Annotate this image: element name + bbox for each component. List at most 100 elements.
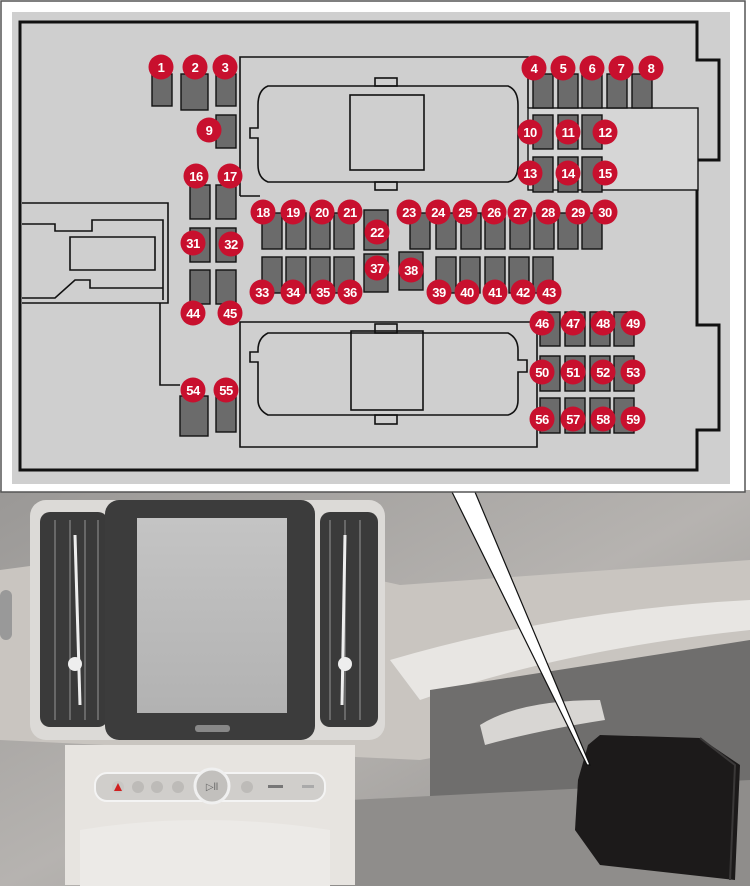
fuse-17 <box>215 184 237 220</box>
fuse-number-badge: 23 <box>396 199 422 225</box>
badge-circle <box>217 300 243 326</box>
badge-circle <box>337 199 363 225</box>
badge-circle <box>590 310 616 336</box>
fuse-number-label: 48 <box>596 316 610 331</box>
badge-circle <box>565 199 591 225</box>
fuse-number-label: 57 <box>566 412 580 427</box>
badge-circle <box>555 160 581 186</box>
fuse-number-label: 51 <box>566 365 580 380</box>
fuse-number-label: 53 <box>626 365 640 380</box>
fuse-number-badge: 18 <box>250 199 276 225</box>
fuse-number-label: 20 <box>315 205 329 220</box>
badge-circle <box>217 163 243 189</box>
fuse-number-label: 47 <box>566 316 580 331</box>
badge-circle <box>529 310 555 336</box>
fuse-number-label: 37 <box>370 261 384 276</box>
badge-circle <box>364 219 390 245</box>
badge-circle <box>280 279 306 305</box>
badge-circle <box>148 54 174 80</box>
play-pause-knob <box>193 767 231 805</box>
badge-circle <box>218 231 244 257</box>
fuse-number-label: 11 <box>562 125 575 140</box>
rear-defrost-icon <box>151 781 163 793</box>
badge-circle <box>182 54 208 80</box>
fuse-number-badge: 53 <box>620 359 646 385</box>
fuse-number-label: 4 <box>531 61 539 76</box>
fuse-number-label: 59 <box>626 412 640 427</box>
fuse-number-badge: 52 <box>590 359 616 385</box>
badge-circle <box>536 279 562 305</box>
fuse-number-label: 55 <box>219 383 233 398</box>
fuse-number-badge: 29 <box>565 199 591 225</box>
fuse-number-badge: 33 <box>249 279 275 305</box>
hazard-icon <box>114 783 122 791</box>
fuse-number-label: 1 <box>158 60 165 75</box>
vent-knob-left <box>68 657 82 671</box>
badge-circle <box>180 300 206 326</box>
fuse-number-label: 13 <box>523 166 537 181</box>
fuse-number-label: 25 <box>458 205 472 220</box>
fuse-number-badge: 3 <box>212 54 238 80</box>
fuse-number-label: 6 <box>589 61 596 76</box>
fuse-number-label: 3 <box>222 60 229 75</box>
badge-circle <box>337 279 363 305</box>
fuse-number-label: 34 <box>286 285 301 300</box>
fuse-number-badge: 2 <box>182 54 208 80</box>
play-pause-icon: ▷ll <box>206 782 218 793</box>
fuse-number-label: 28 <box>541 205 555 220</box>
fuse-number-badge: 47 <box>560 310 586 336</box>
fuse-45 <box>215 269 237 305</box>
badge-circle <box>249 279 275 305</box>
badge-circle <box>550 55 576 81</box>
fuse-number-label: 24 <box>431 205 446 220</box>
fuse-number-label: 10 <box>523 125 537 140</box>
badge-circle <box>482 279 508 305</box>
fuse-number-badge: 41 <box>482 279 508 305</box>
fuse-number-label: 39 <box>432 285 446 300</box>
badge-circle <box>452 199 478 225</box>
fuse-number-badge: 34 <box>280 279 306 305</box>
badge-circle <box>579 55 605 81</box>
badge-circle <box>517 160 543 186</box>
fuse-number-badge: 26 <box>481 199 507 225</box>
fuse-number-label: 31 <box>186 236 200 251</box>
badge-circle <box>180 377 206 403</box>
fuse-number-label: 52 <box>596 365 610 380</box>
fuse-number-label: 17 <box>223 169 237 184</box>
fuse-number-label: 22 <box>370 225 384 240</box>
left-control-stub <box>0 590 12 640</box>
cd-slot <box>268 785 283 788</box>
badge-circle <box>364 255 390 281</box>
fuse-30 <box>581 212 603 250</box>
badge-circle <box>212 54 238 80</box>
fuse-number-label: 45 <box>223 306 237 321</box>
fuse-number-badge: 6 <box>579 55 605 81</box>
vent-knob-right <box>338 657 352 671</box>
fuse-number-badge: 57 <box>560 406 586 432</box>
fuse-number-badge: 56 <box>529 406 555 432</box>
fuse-number-badge: 5 <box>550 55 576 81</box>
fuse-number-label: 41 <box>488 285 502 300</box>
fuse-number-label: 9 <box>206 123 213 138</box>
badge-circle <box>620 406 646 432</box>
fuse-number-label: 40 <box>460 285 474 300</box>
lower-relay-housing <box>239 321 538 448</box>
previous-track-icon <box>172 781 184 793</box>
fuse-number-badge: 43 <box>536 279 562 305</box>
badge-circle <box>196 117 222 143</box>
fuse-number-badge: 45 <box>217 300 243 326</box>
fuse-number-label: 50 <box>535 365 549 380</box>
fuse-number-label: 7 <box>618 61 625 76</box>
fuse-number-badge: 36 <box>337 279 363 305</box>
badge-circle <box>592 160 618 186</box>
fuse-number-label: 27 <box>513 205 527 220</box>
badge-circle <box>560 310 586 336</box>
badge-circle <box>517 119 543 145</box>
badge-circle <box>481 199 507 225</box>
fuse-number-badge: 7 <box>608 55 634 81</box>
badge-circle <box>620 310 646 336</box>
fuse-number-badge: 46 <box>529 310 555 336</box>
fuse-number-label: 15 <box>598 166 612 181</box>
fuse-number-badge: 9 <box>196 117 222 143</box>
